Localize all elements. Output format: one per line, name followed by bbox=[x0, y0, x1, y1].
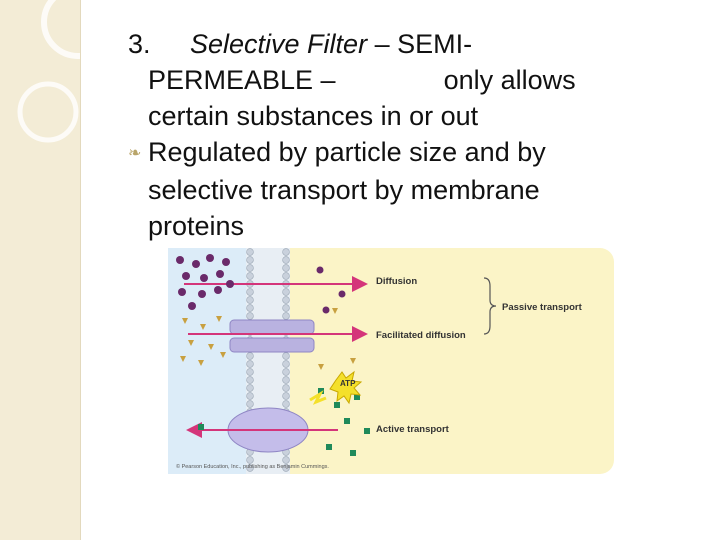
channel-protein bbox=[229, 319, 315, 353]
diffusion-label: Diffusion bbox=[376, 276, 417, 287]
selective-filter-term: Selective Filter bbox=[190, 29, 368, 59]
membrane-transport-figure: ATP Diffusion Facilitated diffusion Acti… bbox=[168, 248, 614, 474]
membrane-diagram: ATP Diffusion Facilitated diffusion Acti… bbox=[168, 248, 614, 474]
facilitated-diffusion-label: Facilitated diffusion bbox=[376, 330, 466, 341]
facilitated-particles bbox=[180, 308, 356, 370]
heading-line: 3. Selective Filter – SEMI- bbox=[128, 26, 688, 62]
diffusion-particles bbox=[176, 254, 346, 314]
heading-line-3: certain substances in or out bbox=[128, 98, 688, 134]
permeable-text: PERMEABLE – bbox=[148, 65, 336, 95]
passive-brace bbox=[483, 277, 497, 335]
decorative-rings bbox=[17, 0, 80, 143]
bullet-item: ❧ Regulated by particle size and by bbox=[128, 134, 688, 172]
bullet-icon: ❧ bbox=[128, 145, 142, 162]
only-allows-text: only allows bbox=[443, 65, 576, 95]
decorative-side-band bbox=[0, 0, 81, 540]
heading-line-2: PERMEABLE – only allows bbox=[128, 62, 688, 98]
substances-text: certain substances in or out bbox=[148, 101, 479, 131]
item-number: 3. bbox=[128, 29, 151, 59]
atp-icon: ATP bbox=[309, 370, 363, 405]
semi-text: – SEMI- bbox=[367, 29, 473, 59]
slide-body: 3. Selective Filter – SEMI- PERMEABLE – on… bbox=[128, 26, 688, 244]
bullet-text-cont1: selective transport by membrane bbox=[148, 175, 540, 205]
bullet-text-cont2: proteins bbox=[148, 211, 245, 241]
copyright-credit: © Pearson Education, Inc., publishing as… bbox=[176, 463, 329, 470]
svg-text:ATP: ATP bbox=[340, 379, 356, 388]
bullet-text: Regulated by particle size and by bbox=[148, 137, 546, 167]
passive-transport-label: Passive transport bbox=[502, 302, 583, 313]
bullet-continuation-2: proteins bbox=[128, 208, 688, 244]
bullet-continuation-1: selective transport by membrane bbox=[128, 172, 688, 208]
active-particles bbox=[198, 388, 370, 456]
active-transport-label: Active transport bbox=[376, 424, 450, 435]
